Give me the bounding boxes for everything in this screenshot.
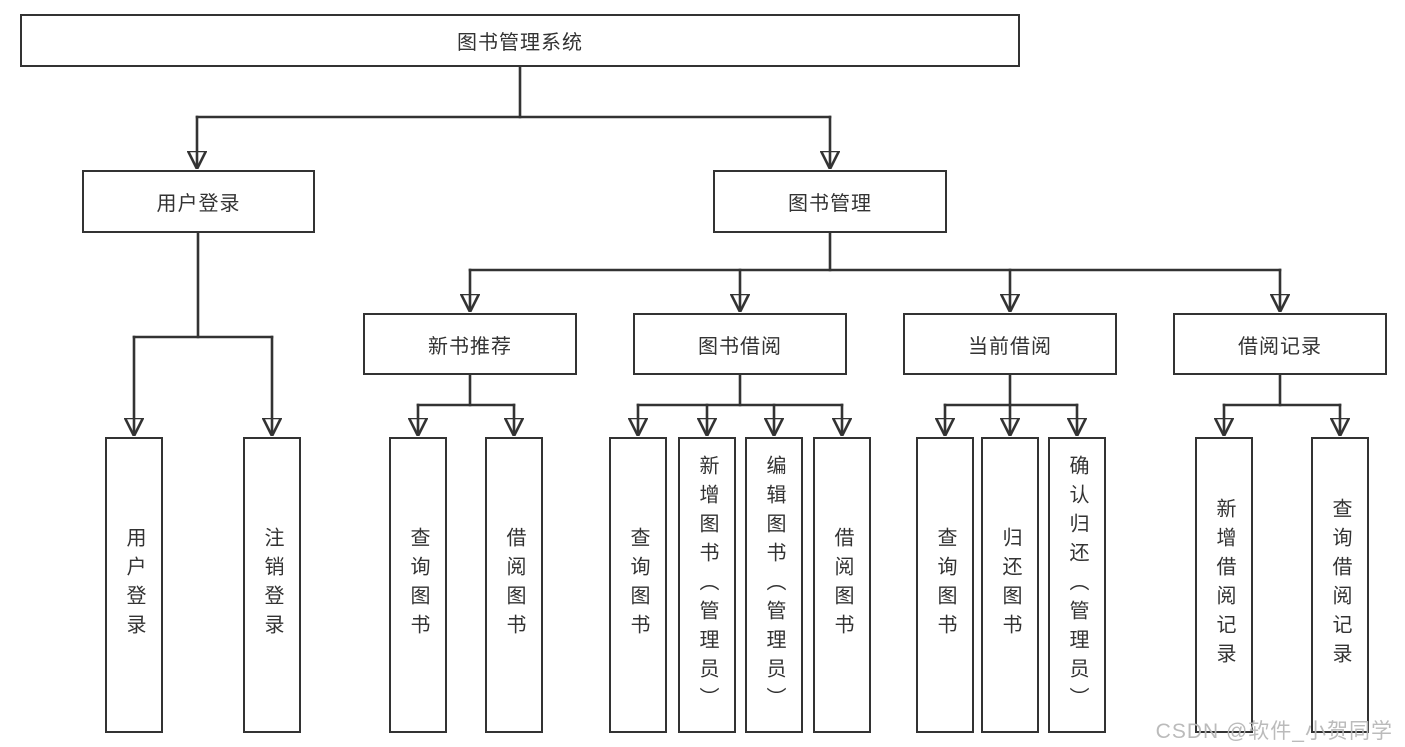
leaf-current-confirm-return-admin-label: 确认归还（管理员） [1066,454,1088,716]
leaf-current-query-book-label: 查询图书 [934,527,956,643]
leaf-current-query-book: 查询图书 [916,437,974,733]
leaf-borrow-query-book-label: 查询图书 [627,527,649,643]
leaf-user-login-label: 用户登录 [123,527,145,643]
leaf-borrow-edit-book-admin: 编辑图书（管理员） [745,437,803,733]
node-current-borrow-label: 当前借阅 [968,335,1052,358]
leaf-user-login: 用户登录 [105,437,163,733]
node-book-borrow: 图书借阅 [633,313,847,375]
node-new-book-recommend-label: 新书推荐 [428,335,512,358]
leaf-current-return-book: 归还图书 [981,437,1039,733]
csdn-watermark: CSDN @软件_小贺同学 [1155,720,1393,743]
leaf-newrec-borrow-book-label: 借阅图书 [503,527,525,643]
leaf-current-confirm-return-admin: 确认归还（管理员） [1048,437,1106,733]
leaf-record-add-label: 新增借阅记录 [1213,498,1235,672]
node-new-book-recommend: 新书推荐 [363,313,577,375]
node-borrow-record: 借阅记录 [1173,313,1387,375]
node-book-borrow-label: 图书借阅 [698,335,782,358]
node-user-login-label: 用户登录 [156,193,241,215]
node-root-label: 图书管理系统 [457,32,583,54]
node-current-borrow: 当前借阅 [903,313,1117,375]
leaf-borrow-add-book-admin-label: 新增图书（管理员） [696,454,718,716]
leaf-borrow-edit-book-admin-label: 编辑图书（管理员） [763,454,785,716]
node-borrow-record-label: 借阅记录 [1238,335,1322,358]
leaf-newrec-borrow-book: 借阅图书 [485,437,543,733]
leaf-record-add: 新增借阅记录 [1195,437,1253,733]
leaf-borrow-add-book-admin: 新增图书（管理员） [678,437,736,733]
leaf-borrow-borrow-book: 借阅图书 [813,437,871,733]
leaf-logout-label: 注销登录 [261,527,283,643]
node-book-management-label: 图书管理 [788,193,872,215]
leaf-borrow-borrow-book-label: 借阅图书 [831,527,853,643]
leaf-record-query-label: 查询借阅记录 [1329,498,1351,672]
leaf-current-return-book-label: 归还图书 [999,527,1021,643]
leaf-logout: 注销登录 [243,437,301,733]
leaf-newrec-query-book: 查询图书 [389,437,447,733]
node-book-management: 图书管理 [713,170,947,233]
leaf-borrow-query-book: 查询图书 [609,437,667,733]
node-root: 图书管理系统 [20,14,1020,67]
leaf-newrec-query-book-label: 查询图书 [407,527,429,643]
node-user-login: 用户登录 [82,170,315,233]
leaf-record-query: 查询借阅记录 [1311,437,1369,733]
